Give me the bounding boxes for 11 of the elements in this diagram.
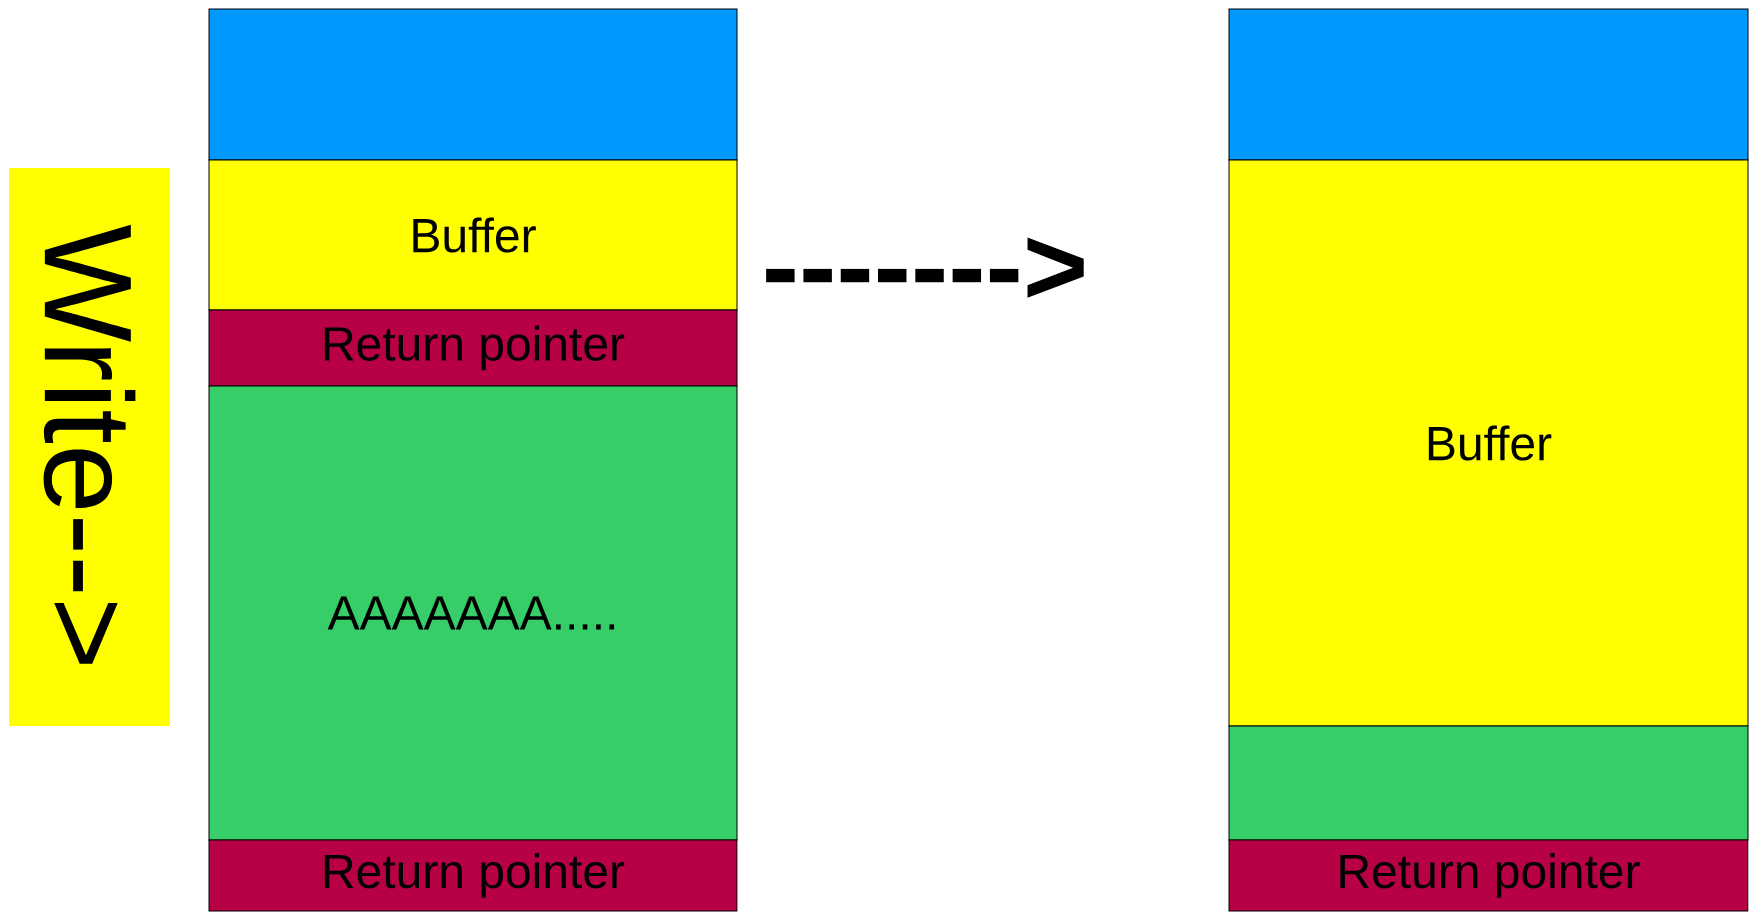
buffer-block: Buffer [1228, 159, 1749, 727]
write-banner: Write--> [9, 168, 170, 726]
arrow-text: -------> [766, 237, 1084, 298]
return-pointer-block: Return pointer [1228, 839, 1749, 912]
overflow-data-block: AAAAAAA..... [208, 385, 738, 841]
memory-block [1228, 8, 1749, 161]
memory-block [1228, 725, 1749, 841]
memory-block [208, 8, 738, 161]
return-pointer-block: Return pointer [208, 309, 738, 387]
buffer-block: Buffer [208, 159, 738, 311]
return-pointer-block: Return pointer [208, 839, 738, 912]
